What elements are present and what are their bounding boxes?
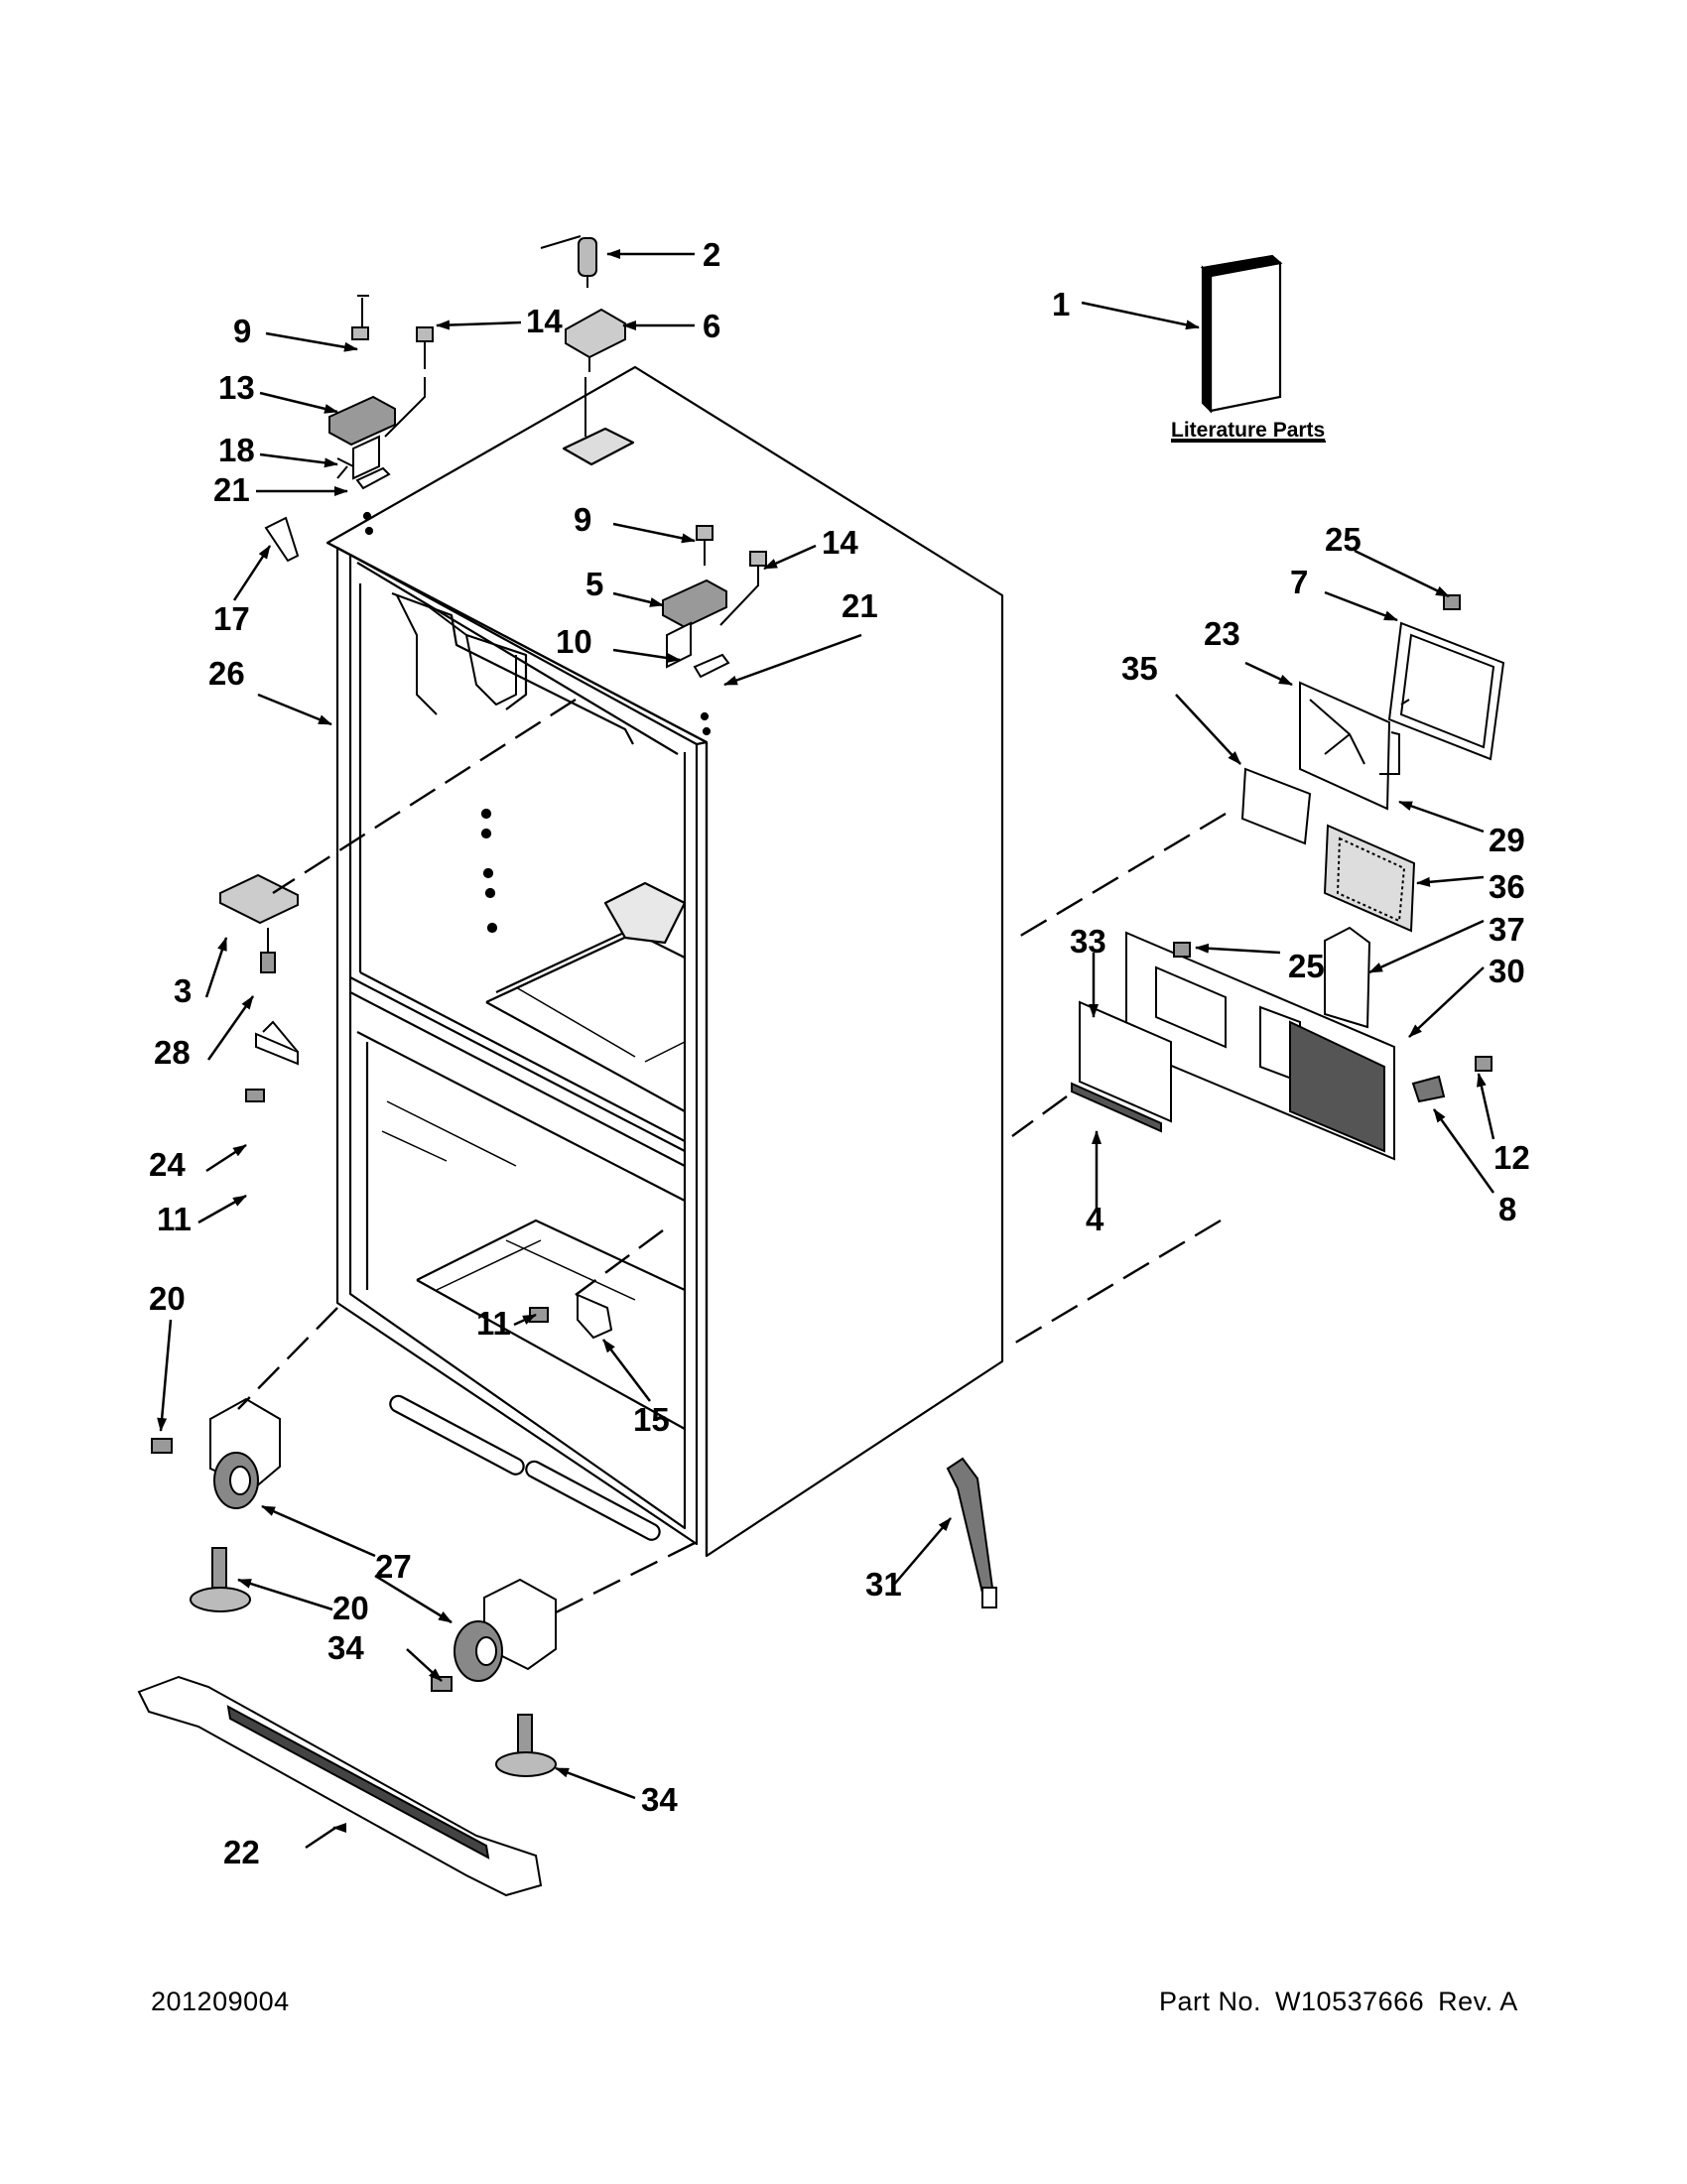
part-door-stop	[264, 516, 300, 563]
part-control-board	[1323, 824, 1416, 933]
callout-14b: 14	[822, 524, 858, 561]
date-code: 201209004	[151, 1987, 290, 2016]
leader-lines	[237, 698, 1227, 1614]
callout-5: 5	[585, 566, 603, 602]
callout-8: 8	[1498, 1191, 1516, 1227]
callout-12: 12	[1493, 1139, 1530, 1176]
callout-14a: 14	[526, 303, 563, 339]
callout-27: 27	[375, 1548, 412, 1585]
part-base-grille	[137, 1675, 543, 1897]
part-filter	[1071, 1000, 1172, 1133]
part-bracket-mid	[219, 873, 299, 973]
callout-23: 23	[1204, 615, 1240, 652]
callout-24: 24	[149, 1146, 186, 1183]
callout-11a: 11	[157, 1201, 192, 1237]
callout-9a: 9	[233, 313, 251, 349]
part-number: W10537666	[1275, 1987, 1425, 2016]
callout-1: 1	[1052, 286, 1070, 322]
part-wire-harness	[946, 1457, 997, 1608]
part-bracket-lower	[245, 1020, 299, 1102]
callout-37: 37	[1489, 911, 1525, 948]
part-control-cover	[1387, 621, 1505, 761]
part-number-line: Part No. W10537666 Rev. A	[1159, 1987, 1532, 2017]
callout-arrows	[157, 249, 1495, 1850]
callout-29: 29	[1489, 822, 1525, 858]
callout-15: 15	[633, 1401, 670, 1438]
part-access-panel	[1125, 931, 1395, 1161]
callout-21a: 21	[213, 471, 250, 508]
callout-20b: 20	[332, 1590, 369, 1626]
revision: Rev. A	[1438, 1987, 1518, 2016]
callout-34b: 34	[641, 1781, 678, 1818]
callout-2: 2	[703, 236, 720, 273]
callout-21b: 21	[842, 587, 878, 624]
callout-36: 36	[1489, 868, 1525, 905]
part-label: Part No.	[1159, 1987, 1262, 2016]
callout-13: 13	[218, 369, 255, 406]
part-board-shield	[1324, 926, 1371, 1029]
callout-6: 6	[703, 308, 720, 344]
literature-book-icon	[1200, 254, 1283, 414]
literature-parts-label: Literature Parts	[1171, 419, 1325, 442]
part-freezer-bracket	[529, 1293, 613, 1340]
part-water-valve	[540, 235, 597, 288]
callout-3: 3	[174, 972, 192, 1009]
callout-31: 31	[865, 1566, 902, 1603]
part-control-bracket	[1299, 681, 1400, 811]
part-screws	[1173, 594, 1492, 1072]
callout-35: 35	[1121, 650, 1158, 687]
callout-22: 22	[223, 1834, 260, 1870]
part-roller-left	[151, 1397, 281, 1612]
callout-11b: 11	[476, 1305, 511, 1342]
callout-28: 28	[154, 1034, 191, 1071]
callout-10: 10	[556, 623, 592, 660]
callout-4: 4	[1086, 1201, 1104, 1237]
callout-25a: 25	[1325, 521, 1362, 558]
part-hinge-left	[328, 295, 434, 490]
callout-20a: 20	[149, 1280, 186, 1317]
callout-30: 30	[1489, 953, 1525, 989]
callout-17: 17	[213, 600, 250, 637]
part-roller-right	[431, 1578, 557, 1777]
refrigerator-cabinet	[325, 365, 1004, 1558]
callout-18: 18	[218, 432, 255, 468]
callout-34a: 34	[327, 1629, 364, 1666]
part-insulation-pad	[1240, 767, 1312, 845]
callout-numbers: 1 2 6 9 14 13 18 21 17 26 9 14 5 21 10 3…	[149, 236, 1530, 1870]
part-cord-clamp	[1411, 1075, 1446, 1103]
part-control-housing	[565, 308, 626, 437]
callout-33: 33	[1070, 923, 1106, 960]
callout-26: 26	[208, 655, 245, 692]
callout-9b: 9	[574, 501, 591, 538]
callout-7: 7	[1290, 564, 1308, 600]
callout-25b: 25	[1288, 948, 1325, 984]
